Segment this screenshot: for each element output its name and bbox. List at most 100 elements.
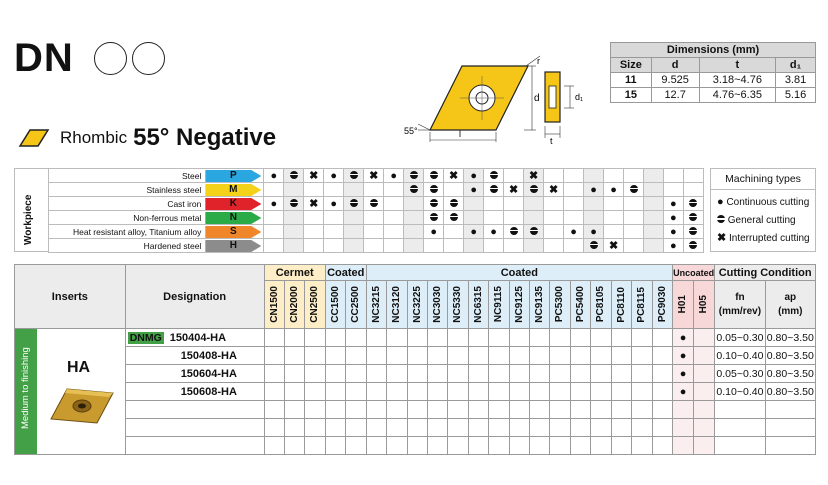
grade-cell xyxy=(549,346,571,365)
series-code: DNMG xyxy=(127,331,164,344)
grade-cell xyxy=(549,436,571,455)
dim-cell: 9.525 xyxy=(650,72,700,88)
grade-cell xyxy=(426,382,449,401)
fn-cell: 0.05~0.30 xyxy=(714,364,766,383)
table-row: 15 12.7 4.76~6.35 5.16 xyxy=(610,87,816,103)
grade-cell xyxy=(467,400,490,419)
grade-cell xyxy=(406,328,428,347)
dim-header: Size xyxy=(610,57,652,73)
grade-header: PC8105 xyxy=(590,280,612,329)
grade-header: CN2500 xyxy=(304,280,326,329)
grade-cell xyxy=(590,328,612,347)
grade-cell xyxy=(324,346,347,365)
grade-cell xyxy=(651,436,674,455)
col-inserts: Inserts xyxy=(14,264,126,329)
legend-text: Interrupted cutting xyxy=(729,233,810,244)
machining-cell: ● xyxy=(662,238,684,253)
grade-cell xyxy=(671,400,695,419)
grade-cell xyxy=(386,328,408,347)
machining-cell xyxy=(383,224,405,239)
grade-header: NC9125 xyxy=(508,280,531,329)
machining-cell xyxy=(682,196,705,211)
circle-icon xyxy=(132,42,165,75)
grade-cell xyxy=(569,400,592,419)
machining-cell xyxy=(643,196,664,211)
grade-cell xyxy=(263,436,285,455)
machining-cell xyxy=(643,238,664,253)
machining-cell xyxy=(623,168,645,183)
label-l: l xyxy=(459,129,461,139)
label-t: t xyxy=(550,136,553,144)
grade-header: CN1500 xyxy=(263,280,285,329)
group-uncoated: Uncoated xyxy=(671,264,716,281)
grade-cell xyxy=(529,400,551,419)
grade-cell xyxy=(283,400,306,419)
machining-cell xyxy=(503,196,525,211)
grade-header: NC3120 xyxy=(386,280,408,329)
machining-cell xyxy=(283,238,305,253)
machining-cell xyxy=(403,238,425,253)
machining-cell xyxy=(363,182,385,197)
machining-cell xyxy=(563,238,585,253)
machining-cell xyxy=(323,224,345,239)
machining-cell xyxy=(403,196,425,211)
group-cutting-condition: Cutting Condition xyxy=(714,264,816,281)
dim-cell: 3.18~4.76 xyxy=(698,72,777,88)
material-code-arrow: H xyxy=(205,240,262,252)
fn-cell xyxy=(714,418,766,437)
grade-name: H01 xyxy=(677,295,688,314)
grade-cell xyxy=(693,346,716,365)
grade-cell xyxy=(345,418,367,437)
grade-cell xyxy=(549,328,571,347)
machining-cell xyxy=(263,238,285,253)
ap-cell: 0.80~3.50 xyxy=(764,346,817,365)
grade-cell: ● xyxy=(671,382,695,401)
grade-cell xyxy=(324,364,347,383)
legend-title: Machining types xyxy=(711,169,815,190)
machining-cell xyxy=(603,168,625,183)
machining-cell: ● xyxy=(383,168,405,183)
grade-cell xyxy=(651,346,674,365)
machining-cell xyxy=(263,224,285,239)
grade-header: PC8115 xyxy=(631,280,653,329)
machining-cell xyxy=(623,224,645,239)
grade-cell xyxy=(508,436,531,455)
machining-cell: ● xyxy=(323,168,345,183)
designation: 150404-HA xyxy=(169,331,227,344)
circle-icon xyxy=(94,42,127,75)
grade-name: NC3030 xyxy=(431,286,443,323)
dimensions-title: Dimensions (mm) xyxy=(610,42,816,58)
grade-cell xyxy=(610,418,633,437)
machining-cell xyxy=(503,168,525,183)
machining-cell: ● xyxy=(583,224,605,239)
material-name: Steel xyxy=(181,170,202,181)
machining-cell: ● xyxy=(483,224,505,239)
grade-cell xyxy=(345,328,367,347)
grade-header: NC3225 xyxy=(406,280,428,329)
machining-cell xyxy=(423,196,445,211)
group-coated: Coated xyxy=(324,264,367,281)
machining-cell xyxy=(423,168,445,183)
grade-cell xyxy=(406,436,428,455)
dim-cell: 11 xyxy=(610,72,652,88)
grade-cell xyxy=(549,418,571,437)
machining-cell xyxy=(682,238,705,253)
machining-cell xyxy=(463,238,485,253)
legend-text: Continuous cutting xyxy=(726,197,810,208)
grade-cell xyxy=(488,328,510,347)
table-row xyxy=(15,400,817,419)
machining-cell xyxy=(303,224,325,239)
machining-cell xyxy=(583,168,605,183)
machining-cell xyxy=(383,182,405,197)
label-d1: d₁ xyxy=(575,92,583,102)
grade-cell xyxy=(631,382,653,401)
grade-cell xyxy=(467,346,490,365)
machining-cell xyxy=(323,210,345,225)
grade-cell xyxy=(304,382,326,401)
machining-cell xyxy=(303,182,325,197)
grade-header: CN2000 xyxy=(283,280,306,329)
